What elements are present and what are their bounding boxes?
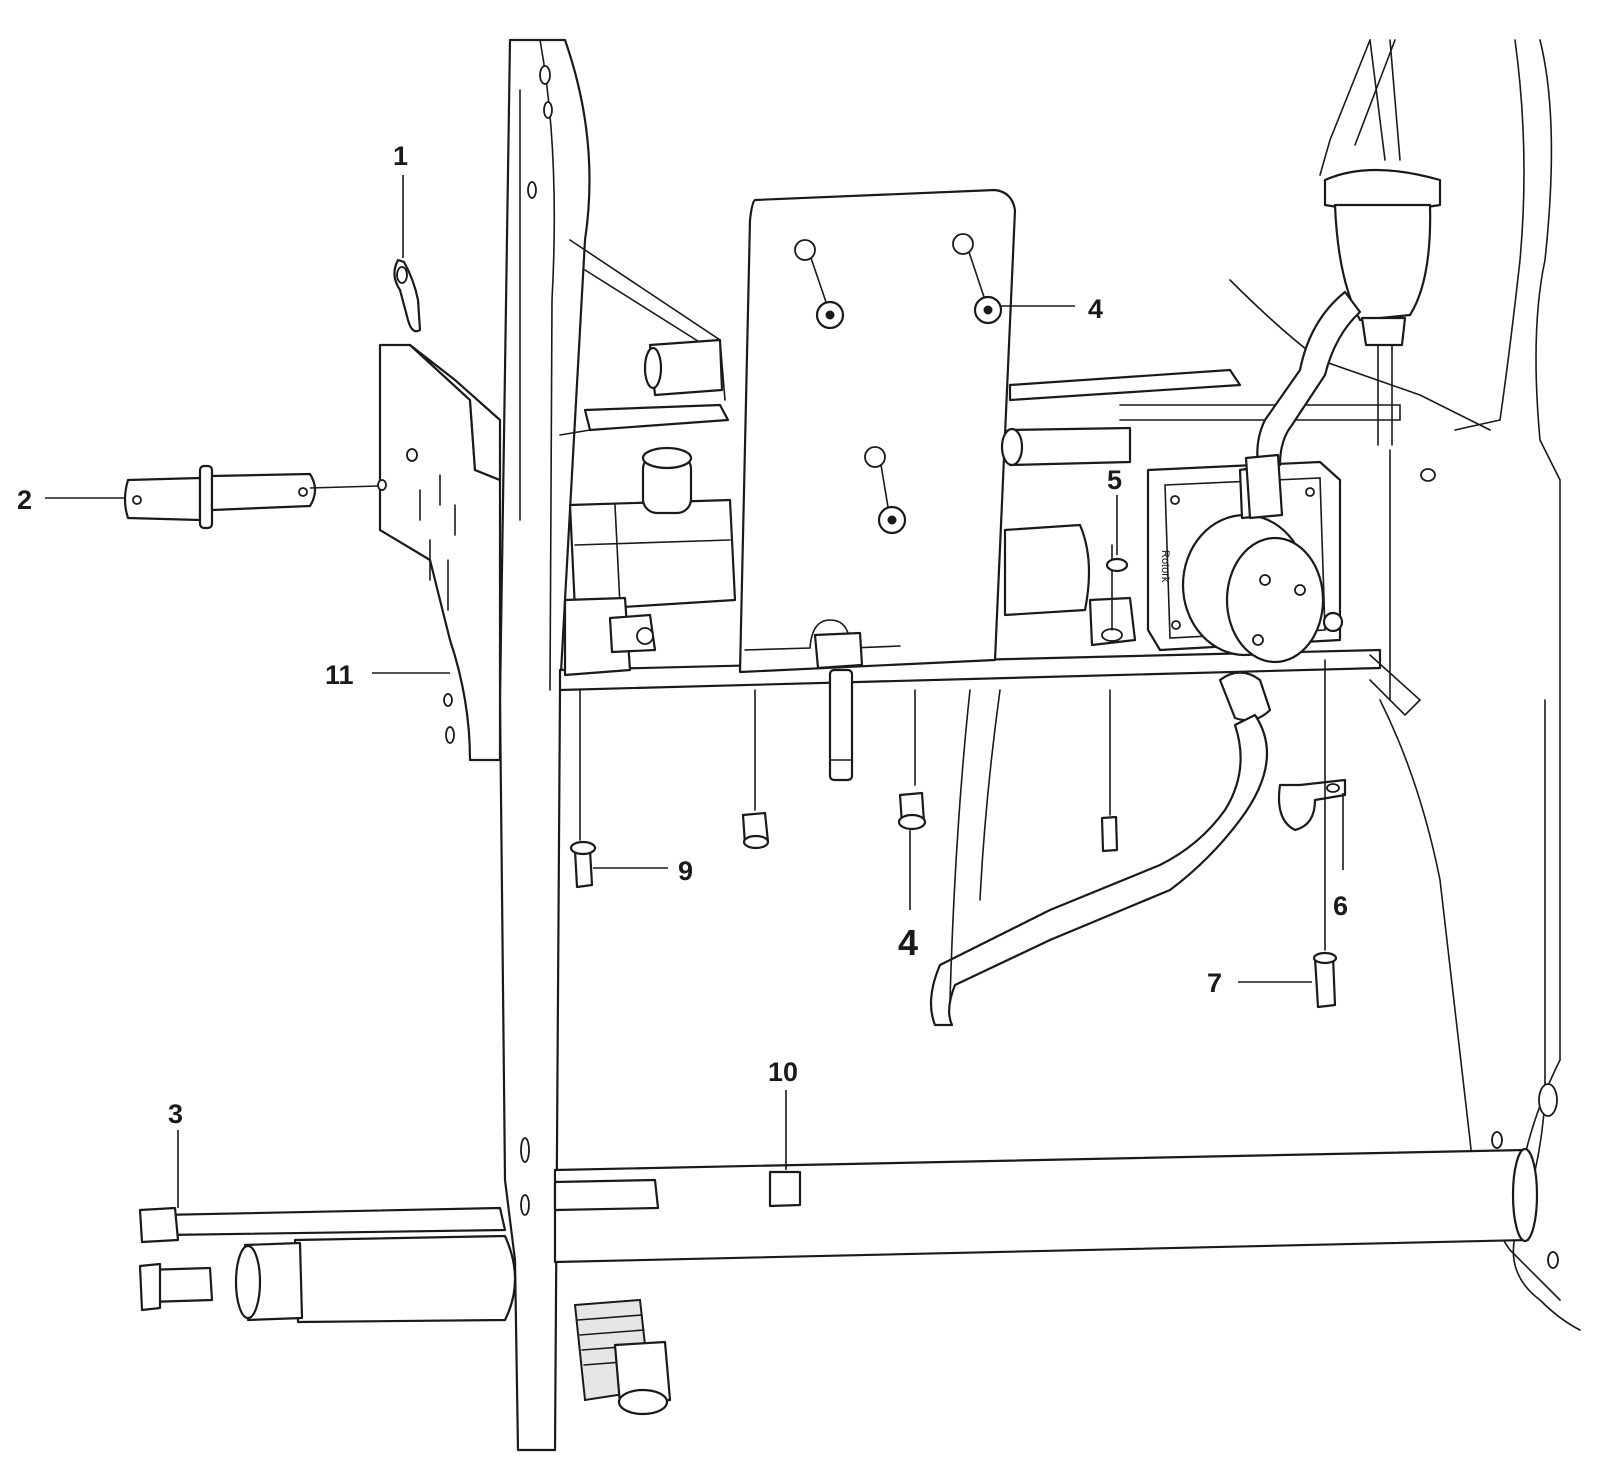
callout-2: 2 (17, 485, 32, 515)
callout-4-bottom: 4 (898, 922, 918, 963)
callout-3: 3 (168, 1099, 183, 1129)
vertical-frame-plate (498, 38, 591, 1452)
rear-frame (1229, 39, 1581, 1331)
callout-6: 6 (1333, 891, 1348, 921)
mounting-plate (738, 188, 1017, 674)
side-bracket (377, 343, 502, 762)
leader-2b (309, 485, 379, 489)
leader-lines (45, 175, 1344, 1208)
callout-10: 10 (768, 1057, 798, 1087)
callout-5: 5 (1107, 465, 1122, 495)
pump-assembly: Rotork (1146, 460, 1344, 722)
plate-shaft (828, 668, 854, 782)
callout-4-top: 4 (1088, 294, 1103, 324)
mounting-shelf (558, 239, 1422, 717)
callout-9: 9 (678, 856, 693, 886)
pump-brand-label: Rotork (1159, 550, 1171, 583)
callout-1: 1 (393, 141, 408, 171)
bottom-axle (138, 1147, 1539, 1324)
callout-labels: 1 2 3 4 4 5 6 7 9 10 11 (17, 141, 1348, 1129)
hinge-pin (123, 464, 317, 530)
filter-and-tubing (1244, 39, 1442, 520)
callout-11: 11 (325, 660, 354, 690)
retaining-clip (393, 258, 422, 333)
solenoid-valve (563, 338, 737, 677)
callout-7: 7 (1207, 968, 1222, 998)
lower-hose (929, 689, 1347, 1027)
loose-screws (569, 544, 1338, 1009)
connector-rod (1000, 426, 1137, 647)
bottom-fitting (573, 1298, 672, 1416)
